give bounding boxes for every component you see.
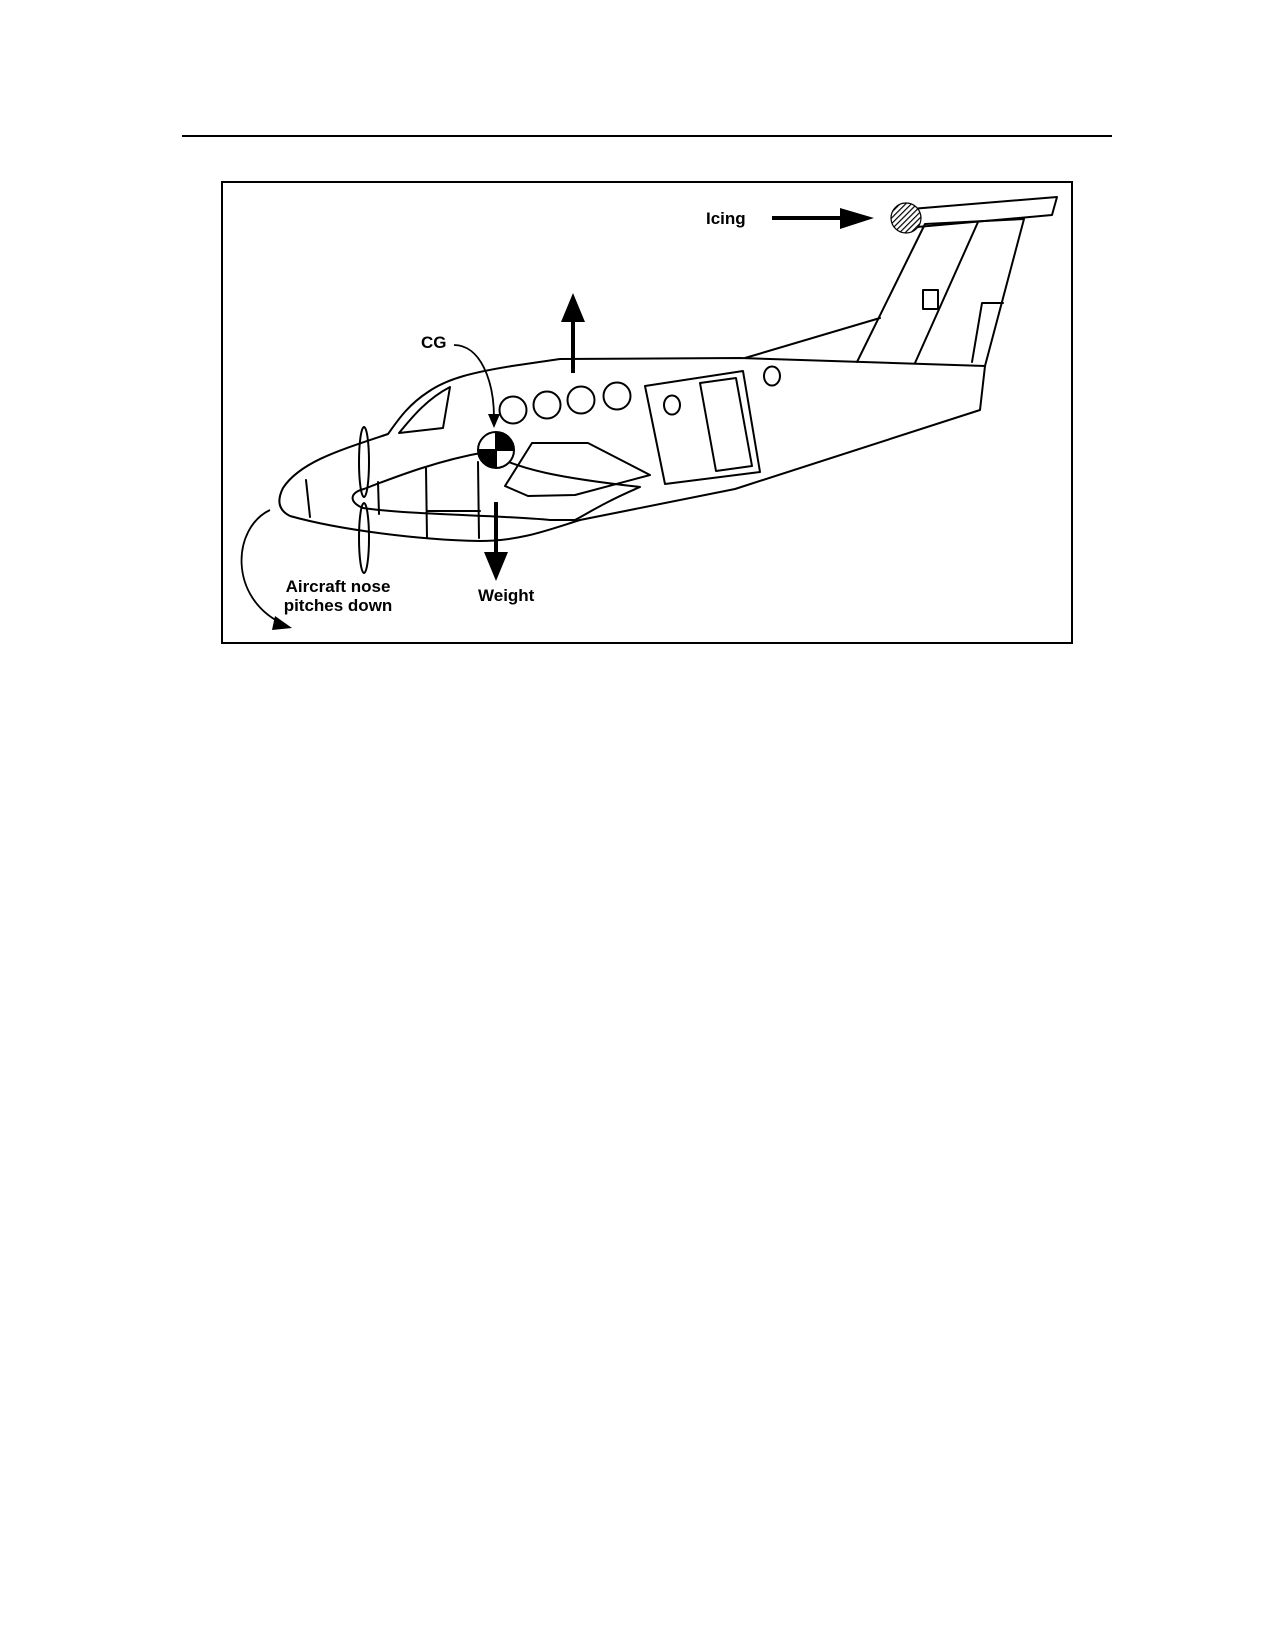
icing-arrow [772,208,874,229]
propeller-blade-upper [358,426,370,498]
pitch-down-label-line1: Aircraft nose [286,577,391,596]
header-rule [182,135,1112,137]
fin-panel [922,289,939,310]
center-of-gravity-symbol [477,431,515,469]
nacelle-panel-lines [377,461,481,539]
rudder-trim-tab [971,302,1004,363]
wing [504,442,651,497]
cargo-door [644,370,761,485]
icing-label: Icing [706,209,746,228]
pitch-down-label-line2: pitches down [284,596,393,615]
horizontal-stabilizer [910,196,1058,228]
cabin-window-1 [498,395,528,425]
cg-leader-arrow [453,344,500,428]
cabin-window-4 [602,381,632,411]
cg-label: CG [421,333,447,352]
cargo-door-inner-panel [699,377,753,472]
fuselage-outline [278,357,986,542]
nose-radome-line [305,479,311,518]
dorsal-fin [744,317,881,359]
propeller-blade-lower [358,502,370,574]
figure-frame [221,181,1073,644]
cabin-window-3 [566,385,596,415]
ice-accretion [890,202,922,234]
pitch-down-arrow [240,509,292,630]
weight-label: Weight [478,586,535,605]
rudder-hinge-line [914,221,979,364]
aft-window [763,365,781,387]
windshield [398,386,451,434]
vertical-stabilizer [856,218,1025,367]
weight-arrow [484,502,508,581]
lift-arrow [561,293,585,373]
cabin-window-2 [532,390,562,420]
door-window [663,394,681,416]
engine-nacelle [351,451,641,521]
